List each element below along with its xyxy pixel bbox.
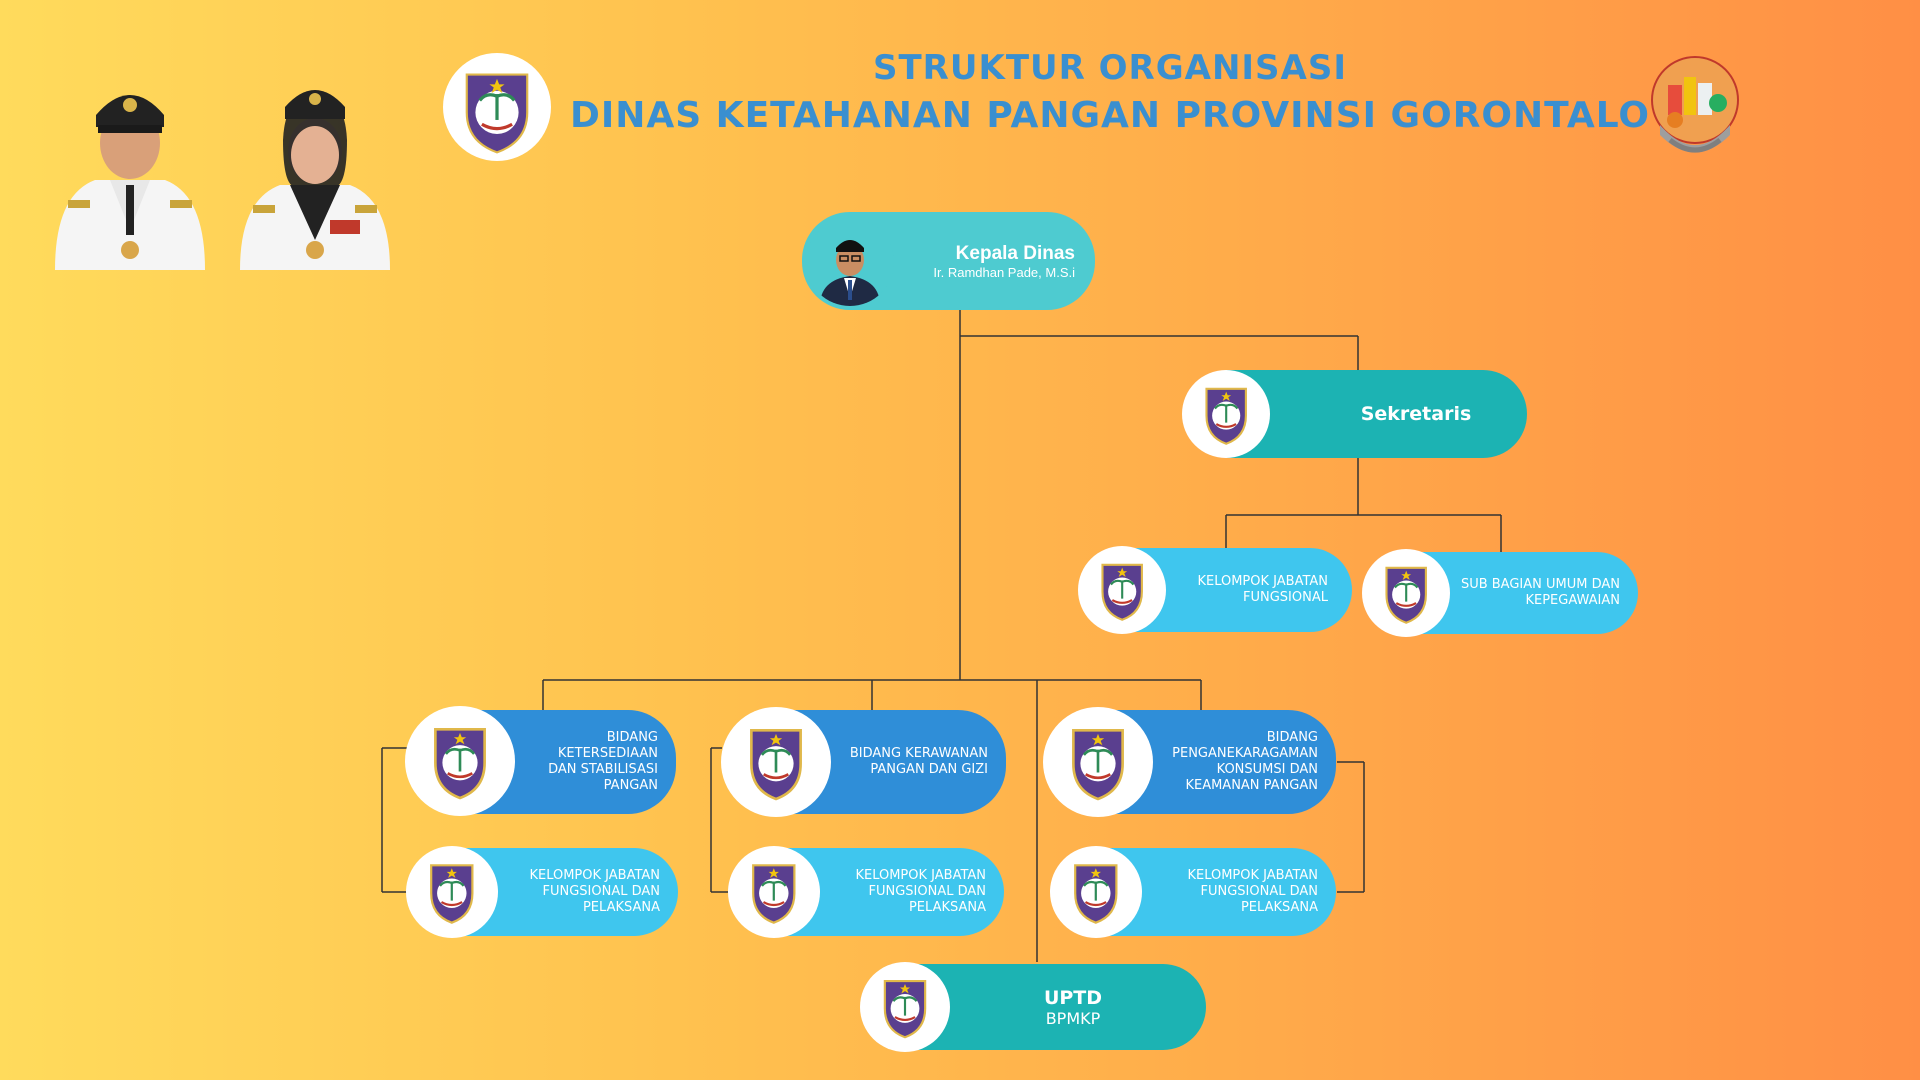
regional-emblem-icon [406, 846, 498, 938]
regional-emblem-icon [1362, 549, 1450, 637]
regional-emblem-icon [1078, 546, 1166, 634]
sub-bagian-label: SUB BAGIAN UMUM DAN KEPEGAWAIAN [1460, 577, 1620, 608]
kepala-portrait-icon [806, 218, 894, 306]
regional-emblem-icon [1043, 707, 1153, 817]
kelompok-fungsional-label: KELOMPOK JABATAN FUNGSIONAL [1197, 574, 1328, 605]
bidang-kerawanan-label: BIDANG KERAWANAN PANGAN DAN GIZI [849, 746, 988, 777]
regional-emblem-icon [443, 53, 551, 161]
regional-emblem-icon [728, 846, 820, 938]
regional-emblem-icon [721, 707, 831, 817]
kelompok-pelaksana-3-box: KELOMPOK JABATAN FUNGSIONAL DAN PELAKSAN… [1100, 848, 1336, 936]
regional-emblem-icon [860, 962, 950, 1052]
officials-portraits [50, 50, 395, 270]
kelompok-pelaksana-3-label: KELOMPOK JABATAN FUNGSIONAL DAN PELAKSAN… [1187, 868, 1318, 915]
uptd-title: UPTD [1043, 986, 1103, 1009]
official-portrait-icon [235, 55, 395, 270]
uptd-box: UPTD BPMKP [900, 964, 1206, 1050]
kelompok-pelaksana-1-label: KELOMPOK JABATAN FUNGSIONAL DAN PELAKSAN… [529, 868, 660, 915]
regional-emblem-icon [1050, 846, 1142, 938]
regional-emblem-icon [405, 706, 515, 816]
kepala-dinas-name: Ir. Ramdhan Pade, M.S.i [933, 264, 1075, 280]
official-portrait-icon [50, 55, 210, 270]
page-subtitle: DINAS KETAHANAN PANGAN PROVINSI GORONTAL… [569, 95, 1651, 136]
sekretaris-label: Sekretaris [1360, 403, 1472, 425]
page-title: STRUKTUR ORGANISASI [873, 48, 1347, 88]
sekretaris-box: Sekretaris [1225, 370, 1527, 458]
bidang-penganekaragaman-label: BIDANG PENGANEKARAGAMAN KONSUMSI DAN KEA… [1172, 730, 1318, 793]
regional-emblem-icon [1182, 370, 1270, 458]
food-basket-icon [1650, 55, 1740, 165]
bidang-ketersediaan-label: BIDANG KETERSEDIAAN DAN STABILISASI PANG… [548, 730, 658, 793]
uptd-subtitle: BPMKP [1045, 1008, 1101, 1028]
kelompok-pelaksana-2-label: KELOMPOK JABATAN FUNGSIONAL DAN PELAKSAN… [855, 868, 986, 915]
kepala-dinas-title: Kepala Dinas [955, 242, 1075, 264]
